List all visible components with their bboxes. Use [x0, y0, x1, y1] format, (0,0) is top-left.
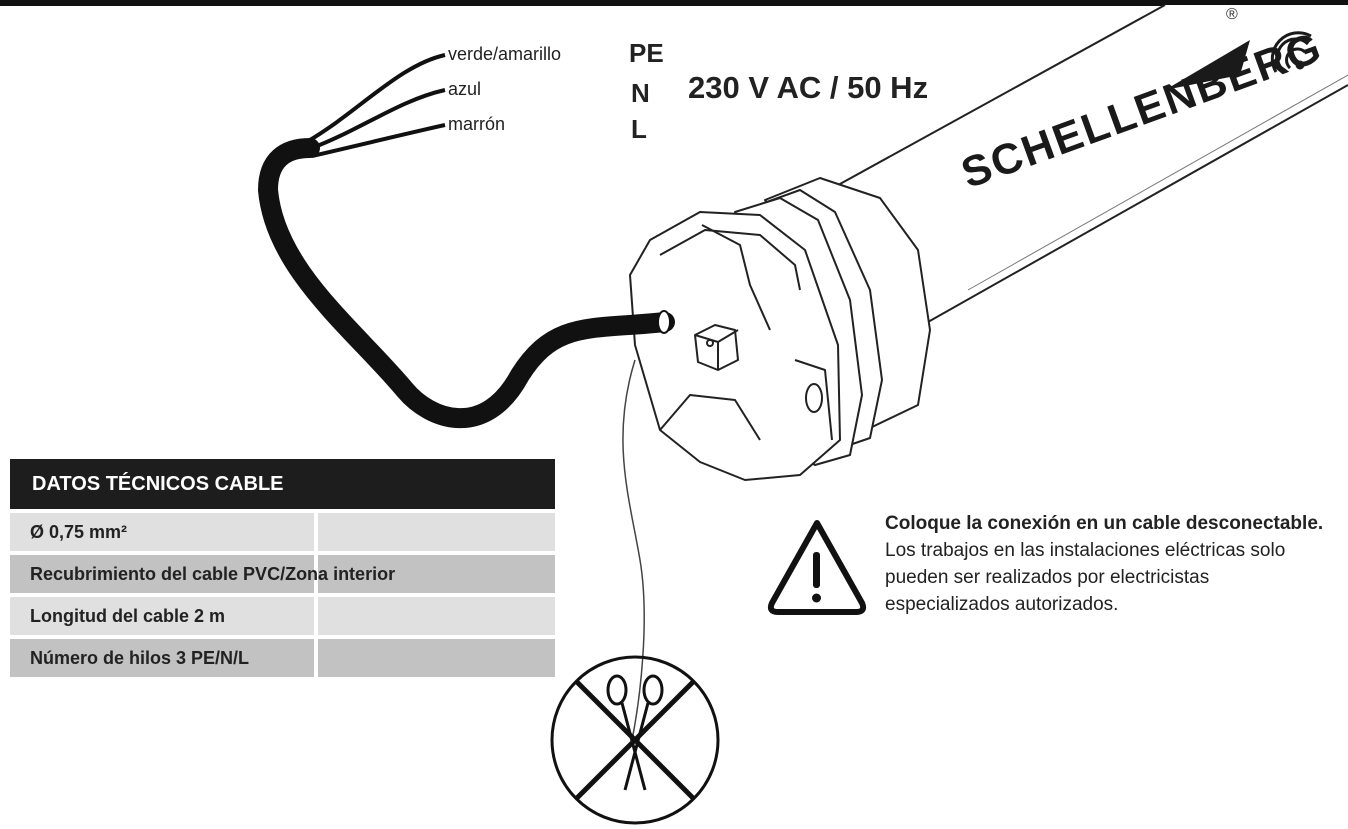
- motor-head: [629, 177, 931, 481]
- brand-logo-triangle: [1165, 40, 1250, 90]
- wire-color-label-l: marrón: [448, 114, 506, 134]
- spec-row-separator: [314, 639, 318, 677]
- wire-color-label-pe: verde/amarillo: [448, 44, 562, 64]
- spec-row-separator: [314, 597, 318, 635]
- top-bar: [0, 0, 1348, 6]
- spec-table: DATOS TÉCNICOS CABLE Ø 0,75 mm² Recubrim…: [10, 459, 555, 681]
- spec-table-header: DATOS TÉCNICOS CABLE: [10, 459, 555, 509]
- warning-bold-text: Coloque la conexión en un cable desconec…: [885, 513, 1324, 534]
- motor-tube: [819, 4, 1348, 323]
- spec-row-coating: Recubrimiento del cable PVC/Zona interio…: [10, 555, 555, 593]
- terminal-label-pe: PE: [629, 38, 664, 68]
- spec-row-wires: Número de hilos 3 PE/N/L: [10, 639, 555, 677]
- warning-note: Coloque la conexión en un cable desconec…: [885, 510, 1335, 618]
- wire-color-label-n: azul: [448, 79, 482, 99]
- no-cut-scissors-icon: [550, 655, 720, 825]
- terminal-label-l: L: [631, 114, 647, 144]
- spec-row-diameter: Ø 0,75 mm²: [10, 513, 555, 551]
- registered-mark: ®: [1226, 6, 1238, 23]
- warning-triangle-icon: [767, 520, 867, 615]
- spec-row-separator: [314, 513, 318, 551]
- power-cable: [257, 53, 675, 429]
- spec-row-text: Número de hilos 3 PE/N/L: [30, 648, 250, 668]
- spec-row-text: Ø 0,75 mm²: [30, 522, 128, 542]
- voltage-label: 230 V AC / 50 Hz: [688, 70, 929, 105]
- warning-text: Los trabajos en las instalaciones eléctr…: [885, 540, 1286, 615]
- terminal-label-n: N: [631, 78, 650, 108]
- antenna-wire: [622, 359, 645, 741]
- wireless-signal-icon: [1270, 31, 1312, 73]
- spec-row-separator: [314, 555, 318, 593]
- spec-row-text: Recubrimiento del cable PVC/Zona interio…: [30, 564, 396, 584]
- spec-row-length: Longitud del cable 2 m: [10, 597, 555, 635]
- spec-row-text: Longitud del cable 2 m: [30, 606, 226, 626]
